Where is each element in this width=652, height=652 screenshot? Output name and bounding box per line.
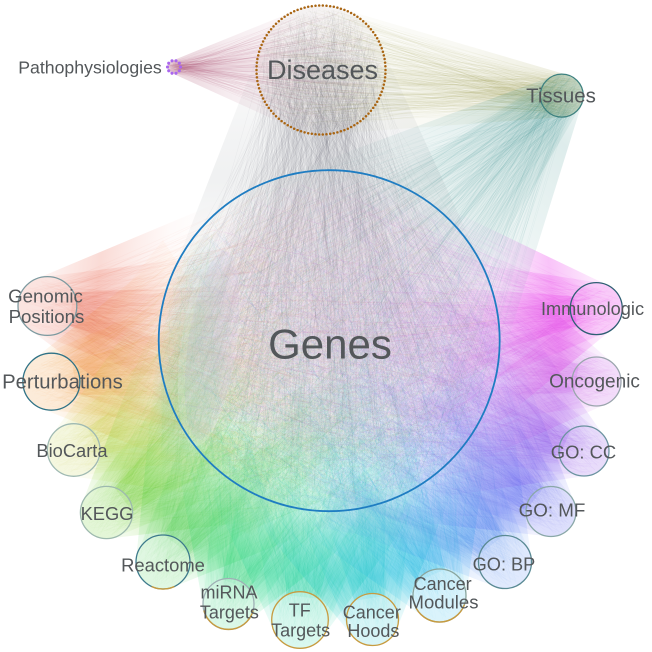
- svg-text:GO: CC: GO: CC: [551, 442, 616, 463]
- svg-text:Perturbations: Perturbations: [2, 372, 123, 394]
- svg-text:Reactome: Reactome: [121, 555, 205, 576]
- svg-text:Genes: Genes: [268, 321, 392, 368]
- svg-text:Targets: Targets: [271, 621, 330, 641]
- svg-text:Tissues: Tissues: [526, 85, 596, 108]
- svg-text:GO: MF: GO: MF: [519, 500, 586, 521]
- svg-text:KEGG: KEGG: [81, 503, 134, 524]
- svg-text:BioCarta: BioCarta: [36, 440, 108, 461]
- svg-text:miRNA: miRNA: [201, 583, 258, 603]
- svg-text:Cancer: Cancer: [343, 603, 401, 623]
- svg-text:Immunologic: Immunologic: [541, 299, 644, 319]
- svg-text:Pathophysiologies: Pathophysiologies: [18, 58, 162, 78]
- svg-text:Cancer: Cancer: [414, 574, 472, 594]
- svg-text:TF: TF: [289, 601, 311, 621]
- svg-text:Genomic: Genomic: [8, 286, 83, 307]
- svg-text:Positions: Positions: [9, 306, 85, 327]
- svg-text:GO: BP: GO: BP: [473, 555, 536, 575]
- svg-text:Hoods: Hoods: [347, 621, 399, 641]
- svg-text:Targets: Targets: [200, 602, 259, 622]
- svg-text:Oncogenic: Oncogenic: [549, 372, 640, 393]
- svg-text:Modules: Modules: [409, 592, 479, 613]
- svg-text:Diseases: Diseases: [267, 55, 378, 85]
